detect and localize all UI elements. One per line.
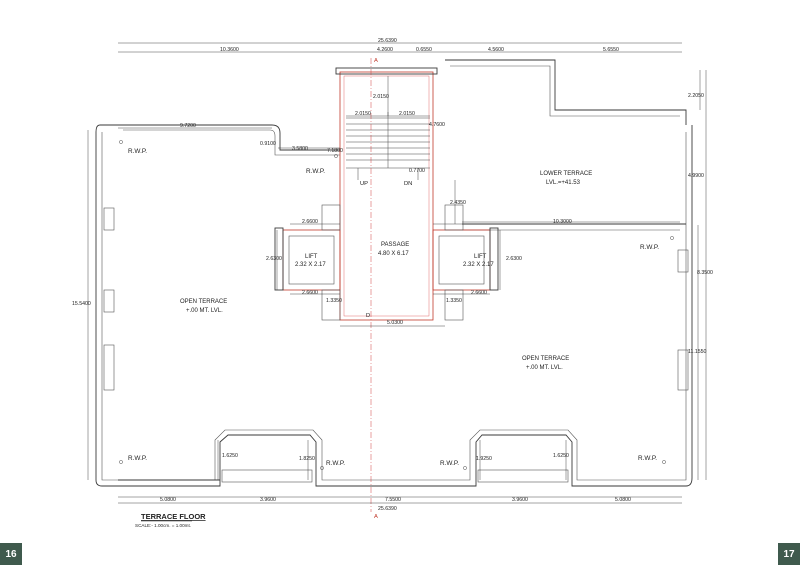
dim-top-core: 4.2600 [377, 47, 393, 53]
stair-dn: DN [404, 181, 412, 187]
dimension-lines [87, 42, 707, 504]
lift-left-size: 2.32 X 2.17 [295, 262, 326, 268]
passage-name: PASSAGE [381, 242, 409, 248]
dim-2205: 2.2050 [688, 93, 704, 99]
lift-left [282, 229, 341, 291]
drawing-scale: SCALE:- 1.00cm. = 1.00mt. [135, 523, 191, 528]
dim-1925: 1.9250 [476, 456, 492, 462]
rwp-bottom-right: R.W.P. [638, 455, 657, 462]
room-labels: PASSAGE 4.80 X 6.17 LIFT 2.32 X 2.17 LIF… [180, 171, 592, 371]
lower-terrace-level: LVL.=+41.53 [546, 180, 581, 186]
dimension-labels: 25.6390 10.3600 4.2600 0.6550 4.5600 5.6… [72, 38, 713, 512]
section-mark-top: A [374, 58, 378, 64]
core-block [274, 58, 499, 512]
dim-top-gap: 0.6550 [416, 47, 432, 53]
dim-top-mid: 4.5600 [488, 47, 504, 53]
dim-bottom-7550: 7.5500 [385, 497, 401, 503]
dim-lift-right-bottom: 2.6600 [471, 290, 487, 296]
dim-top-left: 10.3600 [220, 47, 239, 53]
dim-2435: 2.4350 [450, 200, 466, 206]
outer-walls [95, 59, 693, 487]
dim-left-upper: 9.7200 [180, 123, 196, 129]
open-terrace-right-level: +.00 MT. LVL. [526, 365, 563, 371]
dim-overall-top: 25.6390 [378, 38, 397, 44]
dim-1335-right: 1.3350 [446, 298, 462, 304]
open-terrace-left-name: OPEN TERRACE [180, 299, 227, 305]
dim-1625-left: 1.6250 [222, 453, 238, 459]
lift-left-name: LIFT [305, 254, 318, 260]
rwp-top-center: R.W.P. [306, 168, 325, 175]
dim-bottom-5080-left: 5.0800 [160, 497, 176, 503]
dim-1825: 1.8250 [299, 456, 315, 462]
dim-3580: 3.5800 [292, 146, 308, 152]
dim-lift-left-side: 2.6300 [266, 256, 282, 262]
dim-bottom-5080-right: 5.0800 [615, 497, 631, 503]
dim-overall-bottom: 25.6390 [378, 506, 397, 512]
section-mark-bottom: A [374, 514, 378, 520]
dim-stair-left: 2.0150 [355, 111, 371, 117]
dim-0770: 0.7700 [409, 168, 425, 174]
door-mark: D [366, 313, 370, 319]
dim-15540: 15.5400 [72, 301, 91, 307]
staircase [346, 112, 430, 180]
dim-0910: 0.9100 [260, 141, 276, 147]
rwp-bottom-center-left: R.W.P. [326, 460, 345, 467]
dim-5030: 5.0300 [387, 320, 403, 326]
dim-8350: 8.3500 [697, 270, 713, 276]
rwp-bottom-center-right: R.W.P. [440, 460, 459, 467]
lift-right-size: 2.32 X 2.17 [463, 262, 494, 268]
dim-lift-right-side: 2.6300 [506, 256, 522, 262]
dim-lift-left-bottom: 2.6600 [302, 290, 318, 296]
dim-top-right: 5.6550 [603, 47, 619, 53]
lift-right [432, 229, 491, 291]
rwp-top-left: R.W.P. [128, 148, 147, 155]
page-number-right: 17 [778, 543, 800, 565]
dim-bottom-3960-right: 3.9600 [512, 497, 528, 503]
open-terrace-right-name: OPEN TERRACE [522, 356, 569, 362]
dim-4760: 4.7600 [429, 122, 445, 128]
dim-stair-right: 2.0150 [399, 111, 415, 117]
dim-7180: 7.1800 [327, 148, 343, 154]
lower-terrace-name: LOWER TERRACE [540, 171, 592, 177]
dim-10300: 10.3000 [553, 219, 572, 225]
lift-right-name: LIFT [474, 254, 487, 260]
dim-lift-left-top: 2.6600 [302, 219, 318, 225]
rwp-labels: R.W.P. R.W.P. R.W.P. R.W.P. R.W.P. R.W.P… [119, 140, 674, 470]
open-terrace-left-level: +.00 MT. LVL. [186, 308, 223, 314]
title-block: TERRACE FLOOR SCALE:- 1.00cm. = 1.00mt. [135, 512, 206, 528]
stair-up: UP [360, 181, 368, 187]
dim-4990: 4.9900 [688, 173, 704, 179]
page-number-left: 16 [0, 543, 22, 565]
rwp-right: R.W.P. [640, 244, 659, 251]
dim-stair-height: 2.0150 [373, 94, 389, 100]
dim-bottom-3960-left: 3.9600 [260, 497, 276, 503]
drawing-title: TERRACE FLOOR [141, 512, 206, 521]
rwp-bottom-left: R.W.P. [128, 455, 147, 462]
dim-11155: 11.1550 [688, 349, 706, 355]
dim-1335-left: 1.3350 [326, 298, 342, 304]
passage-size: 4.80 X 6.17 [378, 251, 409, 257]
dim-1625-right: 1.6250 [553, 453, 569, 459]
